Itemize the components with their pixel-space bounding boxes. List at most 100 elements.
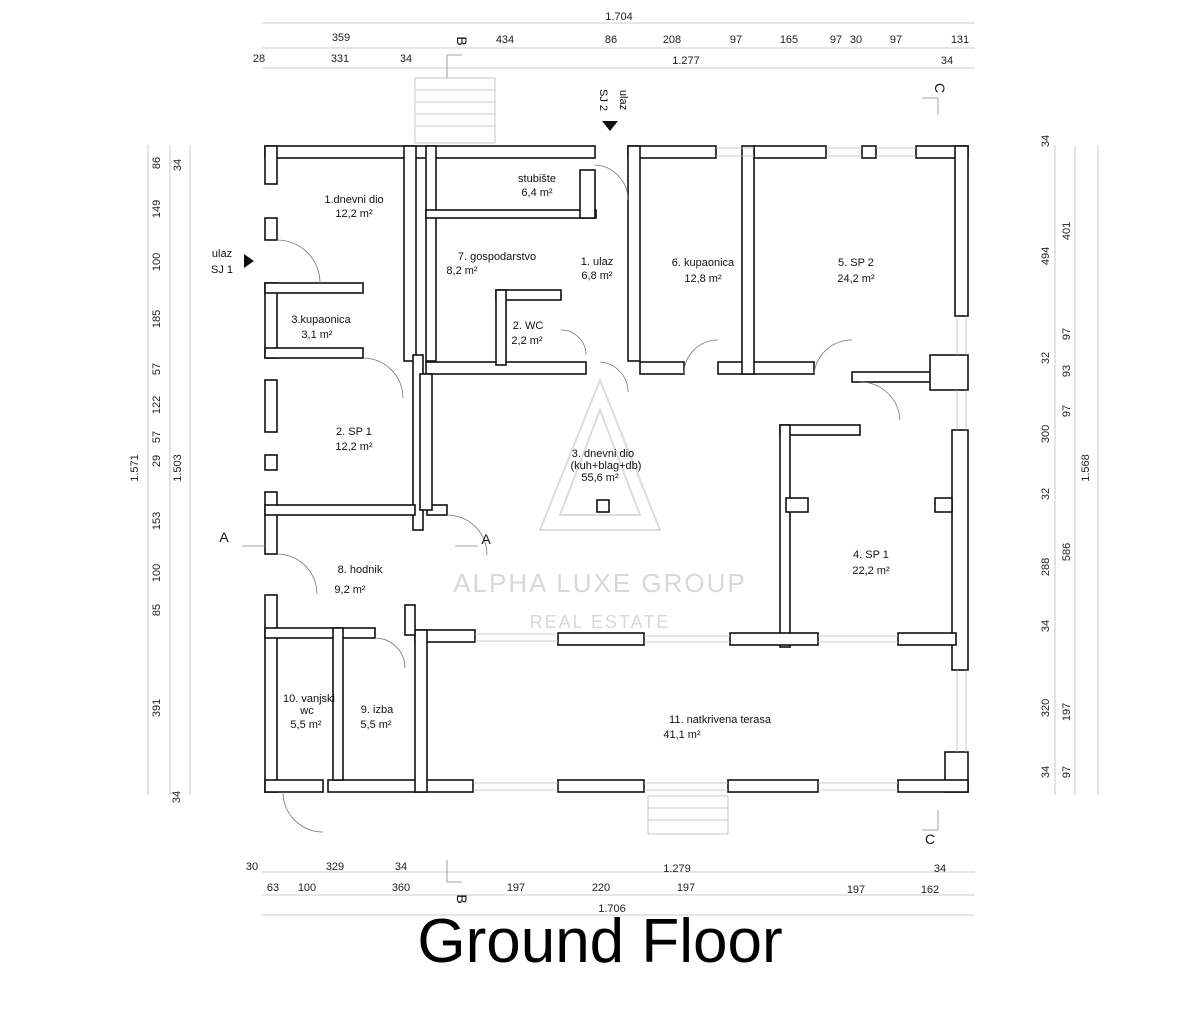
room-name: stubište — [518, 173, 556, 185]
dimension-lines — [147, 22, 1099, 916]
room-name: 9. izba — [361, 704, 394, 716]
dim-left: 185 — [151, 310, 163, 328]
dim-right: 32 — [1040, 352, 1052, 364]
section-b-bottom: B — [454, 894, 470, 903]
dim-right: 288 — [1040, 558, 1052, 576]
dim-top-1: 131 — [951, 34, 969, 46]
room-name: 5. SP 2 — [838, 257, 874, 269]
dim-top-1: 165 — [780, 34, 798, 46]
room-area: 12,8 m² — [684, 273, 722, 285]
room-area: 24,2 m² — [837, 273, 875, 285]
dim-right: 34 — [1040, 620, 1052, 632]
dim-right: 494 — [1040, 247, 1052, 265]
dim-left-total: 1.571 — [129, 454, 141, 482]
dim-bottom-2: 197 — [677, 882, 695, 894]
dim-top-1: 359 — [332, 32, 350, 44]
room-area: 12,2 m² — [335, 441, 373, 453]
dim-bottom-2: 162 — [921, 884, 939, 896]
dim-top-1: 97 — [890, 34, 902, 46]
entrance-arrow-icon — [602, 121, 618, 131]
dim-top-2: 1.277 — [672, 55, 700, 67]
dim-left: 85 — [151, 604, 163, 616]
room-name: 4. SP 1 — [853, 549, 889, 561]
watermark: ALPHA LUXE GROUP REAL ESTATE — [453, 377, 745, 632]
door-swings — [276, 164, 901, 833]
room-area: 8,2 m² — [446, 265, 478, 277]
room-name: 3. dnevni dio — [572, 448, 634, 460]
dim-top-1: 434 — [496, 34, 514, 46]
room-area: 12,2 m² — [335, 208, 373, 220]
dim-right-inner: 97 — [1061, 405, 1073, 417]
dim-left-total: 1.503 — [172, 454, 184, 482]
dim-bottom-1: 1.279 — [663, 863, 691, 875]
room-name: 2. SP 1 — [336, 426, 372, 438]
dim-right: 320 — [1040, 699, 1052, 717]
room-area: 5,5 m² — [360, 719, 392, 731]
dim-left-side: 34 — [172, 159, 184, 171]
dim-left: 57 — [151, 431, 163, 443]
dim-bottom-2: 197 — [507, 882, 525, 894]
dim-bottom-2: 360 — [392, 882, 410, 894]
dim-right: 32 — [1040, 488, 1052, 500]
entrances: ulaz SJ 1 ulaz SJ 2 — [211, 89, 629, 276]
room-name: 8. hodnik — [338, 564, 383, 576]
room-name: 3.kupaonica — [291, 314, 351, 326]
dim-bottom-1: 329 — [326, 861, 344, 873]
dim-right-inner: 93 — [1061, 365, 1073, 377]
section-a-left: A — [219, 529, 229, 545]
room-name: 2. WC — [513, 320, 544, 332]
dim-right-inner: 586 — [1061, 543, 1073, 561]
section-c-bottom: C — [925, 831, 935, 847]
dim-left-side: 34 — [171, 791, 183, 803]
room-name: 11. natkrivena terasa — [669, 714, 772, 726]
dim-top-1: 97 — [730, 34, 742, 46]
room-area: 22,2 m² — [852, 565, 890, 577]
dim-right-total: 1.568 — [1080, 454, 1092, 482]
dim-left: 153 — [151, 512, 163, 530]
dim-bottom-2: 100 — [298, 882, 316, 894]
dim-top-total: 1.704 — [605, 11, 633, 23]
room-area: 41,1 m² — [663, 729, 701, 741]
dim-top-2: 34 — [400, 53, 412, 65]
dim-right: 34 — [1040, 135, 1052, 147]
dim-bottom-2: 63 — [267, 882, 279, 894]
floor-title: Ground Floor — [417, 907, 783, 976]
dim-top-2: 28 — [253, 53, 265, 65]
dimension-labels: 1.704 359 434 86 208 97 165 97 30 97 131… — [129, 11, 1092, 915]
dim-right-inner: 401 — [1061, 222, 1073, 240]
dim-bottom-1: 34 — [934, 863, 946, 875]
dim-top-1: 208 — [663, 34, 681, 46]
dim-right-inner: 97 — [1061, 328, 1073, 340]
dim-bottom-total: 1.706 — [598, 903, 626, 915]
dim-bottom-2: 220 — [592, 882, 610, 894]
room-area: 5,5 m² — [290, 719, 322, 731]
dim-left: 100 — [151, 564, 163, 582]
windows — [473, 147, 967, 791]
walls — [264, 145, 969, 793]
room-name: 6. kupaonica — [672, 257, 735, 269]
dim-top-1: 97 — [830, 34, 842, 46]
dim-right: 300 — [1040, 425, 1052, 443]
dim-left: 86 — [151, 157, 163, 169]
entrance-sj1-line1: ulaz — [212, 248, 232, 260]
room-name: 7. gospodarstvo — [458, 251, 536, 263]
dim-top-2: 34 — [941, 55, 953, 67]
dim-left: 57 — [151, 363, 163, 375]
dim-left: 391 — [151, 699, 163, 717]
dim-left: 100 — [151, 253, 163, 271]
watermark-line2: REAL ESTATE — [530, 612, 671, 632]
room-name: 10. vanjski — [283, 693, 335, 705]
room-area: 6,8 m² — [581, 270, 613, 282]
dim-bottom-2: 197 — [847, 884, 865, 896]
dim-left: 122 — [151, 396, 163, 414]
room-area: 6,4 m² — [521, 187, 553, 199]
entrance-arrow-icon — [244, 254, 254, 268]
section-markers: A A B B C C — [219, 36, 948, 903]
room-name-line2: (kuh+blag+db) — [571, 460, 642, 472]
section-b-top: B — [454, 36, 470, 45]
dim-top-2: 331 — [331, 53, 349, 65]
dim-bottom-1: 30 — [246, 861, 258, 873]
room-name-line2: wc — [299, 705, 314, 717]
entrance-sj2-line1: ulaz — [617, 90, 629, 110]
